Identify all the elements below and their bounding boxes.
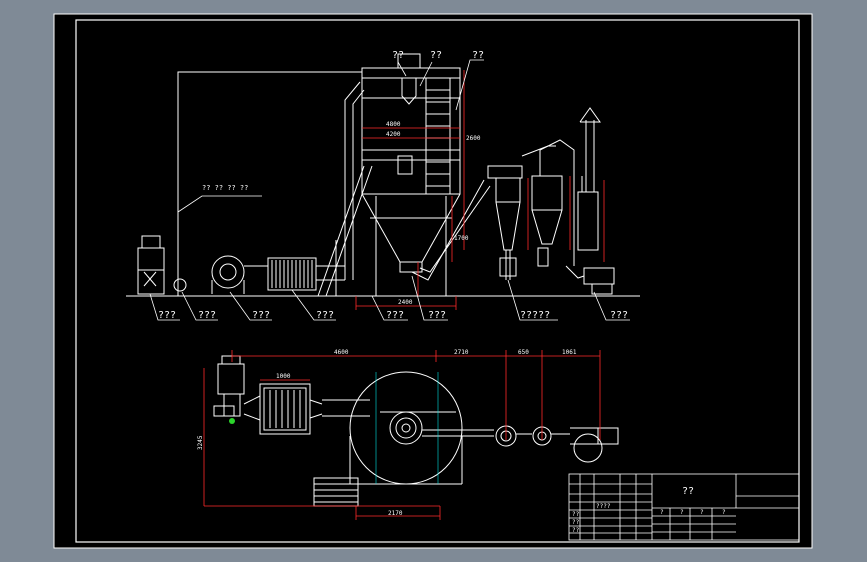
plan-dim-left: 3245 (197, 435, 204, 450)
title-cell-3: ?? (572, 519, 580, 526)
title-cell-5: ? (660, 509, 664, 516)
callout-1: ??? (158, 310, 176, 321)
callout-3: ??? (252, 310, 270, 321)
title-cell-7: ? (700, 509, 704, 516)
title-cell-2: ?? (572, 511, 580, 518)
inner-border (75, 19, 800, 543)
callout-6: ??? (428, 310, 446, 321)
elevation-view (126, 53, 640, 297)
callout-2: ??? (198, 310, 216, 321)
callout-7: ????? (520, 310, 550, 321)
callout-leaders (149, 59, 630, 321)
top-label-3: ?? (472, 50, 484, 61)
top-label-1: ?? (392, 50, 404, 61)
drawing-sheet (53, 13, 813, 549)
plan-dimensions (203, 350, 601, 520)
vertical-note: ?? ?? ?? ?? (202, 184, 248, 192)
title-block (568, 473, 800, 541)
plan-dim-bottom: 2170 (388, 510, 403, 517)
plan-dim-4: 1061 (562, 349, 577, 356)
title-block-title: ?? (682, 486, 694, 497)
plan-marker-green (229, 418, 235, 424)
title-cell-6: ? (680, 509, 684, 516)
title-cell-4: ?? (572, 527, 580, 534)
top-label-2: ?? (430, 50, 442, 61)
plan-dim-1: 4600 (334, 349, 349, 356)
callout-5: ??? (386, 310, 404, 321)
plan-dim-3: 650 (518, 349, 529, 356)
title-cell-8: ? (722, 509, 726, 516)
dim-tower-width-1: 4800 (386, 121, 401, 128)
callout-8: ??? (610, 310, 628, 321)
plan-dim-heater: 1000 (276, 373, 291, 380)
dim-side: 1700 (454, 235, 469, 242)
dim-tower-height: 2600 (466, 135, 481, 142)
callout-4: ??? (316, 310, 334, 321)
plan-dim-2: 2710 (454, 349, 469, 356)
plan-cyan-dims (375, 372, 439, 484)
title-cell-1: ???? (596, 503, 611, 510)
elevation-dimensions (355, 70, 605, 310)
dim-base-width: 2400 (398, 299, 413, 306)
dim-tower-width-2: 4200 (386, 131, 401, 138)
